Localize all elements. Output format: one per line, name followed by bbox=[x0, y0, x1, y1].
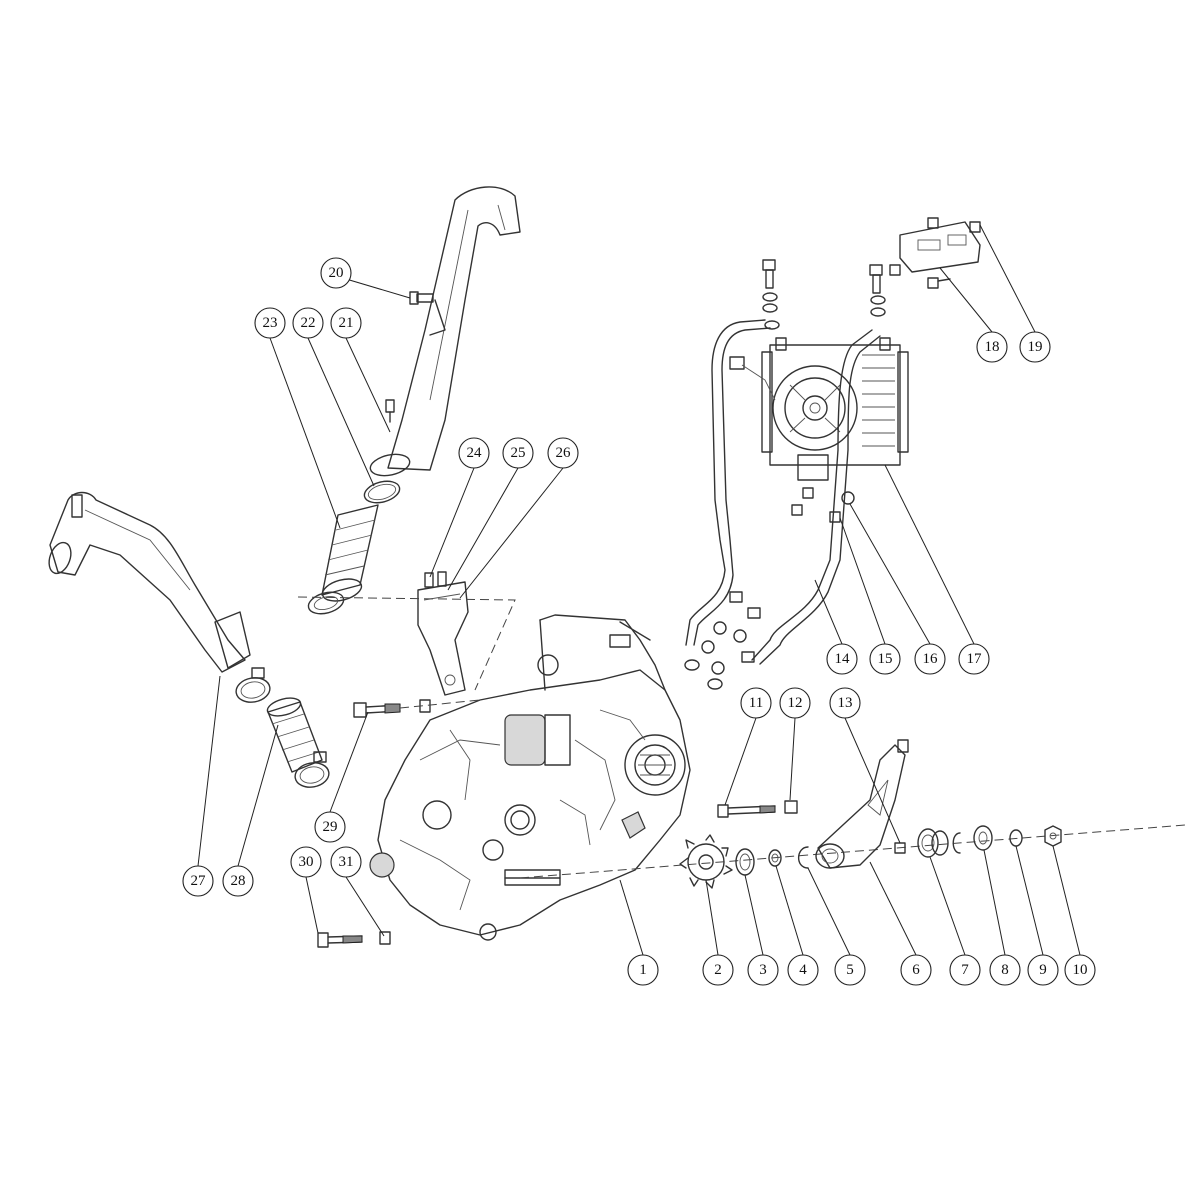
callout-21: 21 bbox=[330, 307, 362, 339]
oil-line-left bbox=[685, 319, 776, 646]
callout-4: 4 bbox=[787, 954, 819, 986]
svg-text:5: 5 bbox=[846, 962, 854, 978]
oil-seal-3 bbox=[735, 848, 755, 876]
callout-19: 19 bbox=[1019, 331, 1051, 363]
bolt-21-side bbox=[385, 399, 395, 423]
callout-8: 8 bbox=[989, 954, 1021, 986]
sprocket-cover-6-13 bbox=[815, 739, 909, 869]
callout-26: 26 bbox=[547, 437, 579, 469]
svg-text:8: 8 bbox=[1001, 962, 1009, 978]
svg-text:20: 20 bbox=[329, 265, 344, 281]
svg-text:22: 22 bbox=[301, 315, 316, 331]
svg-text:31: 31 bbox=[339, 854, 354, 870]
clamp-22 bbox=[363, 480, 401, 504]
callout-10: 10 bbox=[1064, 954, 1096, 986]
svg-text:9: 9 bbox=[1039, 962, 1047, 978]
bracket-24 bbox=[417, 571, 469, 696]
callout-24: 24 bbox=[458, 437, 490, 469]
hose-23 bbox=[321, 504, 379, 602]
lower-intake-pipe bbox=[48, 491, 251, 673]
svg-text:3: 3 bbox=[759, 962, 767, 978]
callout-23: 23 bbox=[254, 307, 286, 339]
oil-cooler bbox=[761, 337, 909, 481]
clamp-27 bbox=[235, 667, 271, 703]
callout-22: 22 bbox=[292, 307, 324, 339]
callout-3: 3 bbox=[747, 954, 779, 986]
callout-9: 9 bbox=[1027, 954, 1059, 986]
svg-text:2: 2 bbox=[714, 962, 722, 978]
callout-17: 17 bbox=[958, 643, 990, 675]
svg-text:10: 10 bbox=[1073, 962, 1088, 978]
svg-text:24: 24 bbox=[467, 445, 483, 461]
svg-text:28: 28 bbox=[231, 873, 246, 889]
callout-5: 5 bbox=[834, 954, 866, 986]
upper-intake-pipe bbox=[369, 186, 521, 477]
callout-1: 1 bbox=[627, 954, 659, 986]
svg-text:17: 17 bbox=[967, 651, 983, 667]
callout-31: 31 bbox=[330, 846, 362, 878]
washer-31 bbox=[379, 931, 391, 945]
svg-text:30: 30 bbox=[299, 854, 314, 870]
callout-27: 27 bbox=[182, 865, 214, 897]
oil-line-fittings bbox=[684, 591, 761, 690]
bolt-29 bbox=[353, 699, 431, 718]
callout-12: 12 bbox=[779, 687, 811, 719]
svg-text:15: 15 bbox=[878, 651, 893, 667]
callout-29: 29 bbox=[314, 811, 346, 843]
svg-text:6: 6 bbox=[912, 962, 920, 978]
svg-text:27: 27 bbox=[191, 873, 207, 889]
svg-text:23: 23 bbox=[263, 315, 278, 331]
circlip-5 bbox=[797, 846, 809, 869]
svg-text:25: 25 bbox=[511, 445, 526, 461]
washer-4 bbox=[768, 849, 782, 867]
banjo-bolt-left bbox=[762, 259, 780, 330]
callout-28: 28 bbox=[222, 865, 254, 897]
clamp-28 bbox=[294, 751, 330, 788]
svg-text:13: 13 bbox=[838, 695, 853, 711]
callout-7: 7 bbox=[949, 954, 981, 986]
oil-line-right bbox=[751, 329, 881, 665]
banjo-bolt-right bbox=[869, 264, 886, 317]
callout-20: 20 bbox=[320, 257, 352, 289]
bolt-30 bbox=[317, 932, 363, 948]
svg-text:11: 11 bbox=[749, 695, 763, 711]
svg-text:14: 14 bbox=[835, 651, 851, 667]
bolt-11 bbox=[717, 800, 798, 818]
circlip-7 bbox=[952, 832, 961, 854]
bearing-7 bbox=[917, 828, 949, 858]
alignment-line-axis bbox=[519, 824, 1186, 879]
washer-8 bbox=[973, 825, 993, 851]
cooler-bracket-18 bbox=[889, 217, 981, 289]
bolt-20 bbox=[409, 291, 434, 305]
svg-text:1: 1 bbox=[639, 962, 647, 978]
callout-16: 16 bbox=[914, 643, 946, 675]
svg-text:18: 18 bbox=[985, 339, 1000, 355]
svg-text:29: 29 bbox=[323, 819, 338, 835]
svg-text:21: 21 bbox=[339, 315, 354, 331]
alignment-line-bolt29 bbox=[399, 699, 481, 709]
svg-text:26: 26 bbox=[556, 445, 572, 461]
svg-text:4: 4 bbox=[799, 962, 807, 978]
callout-18: 18 bbox=[976, 331, 1008, 363]
callout-25: 25 bbox=[502, 437, 534, 469]
nut-10 bbox=[1044, 825, 1062, 847]
clamp-lower-23 bbox=[307, 591, 345, 615]
svg-text:19: 19 bbox=[1028, 339, 1043, 355]
svg-text:7: 7 bbox=[961, 962, 969, 978]
callout-2: 2 bbox=[702, 954, 734, 986]
callout-6: 6 bbox=[900, 954, 932, 986]
callout-13: 13 bbox=[829, 687, 861, 719]
callout-30: 30 bbox=[290, 846, 322, 878]
callout-14: 14 bbox=[826, 643, 858, 675]
callout-11: 11 bbox=[740, 687, 772, 719]
alignment-line-upper bbox=[297, 596, 516, 691]
svg-text:12: 12 bbox=[788, 695, 803, 711]
svg-text:16: 16 bbox=[923, 651, 939, 667]
callout-15: 15 bbox=[869, 643, 901, 675]
cooler-mount-bolts bbox=[791, 487, 855, 523]
engine-block bbox=[369, 614, 691, 941]
